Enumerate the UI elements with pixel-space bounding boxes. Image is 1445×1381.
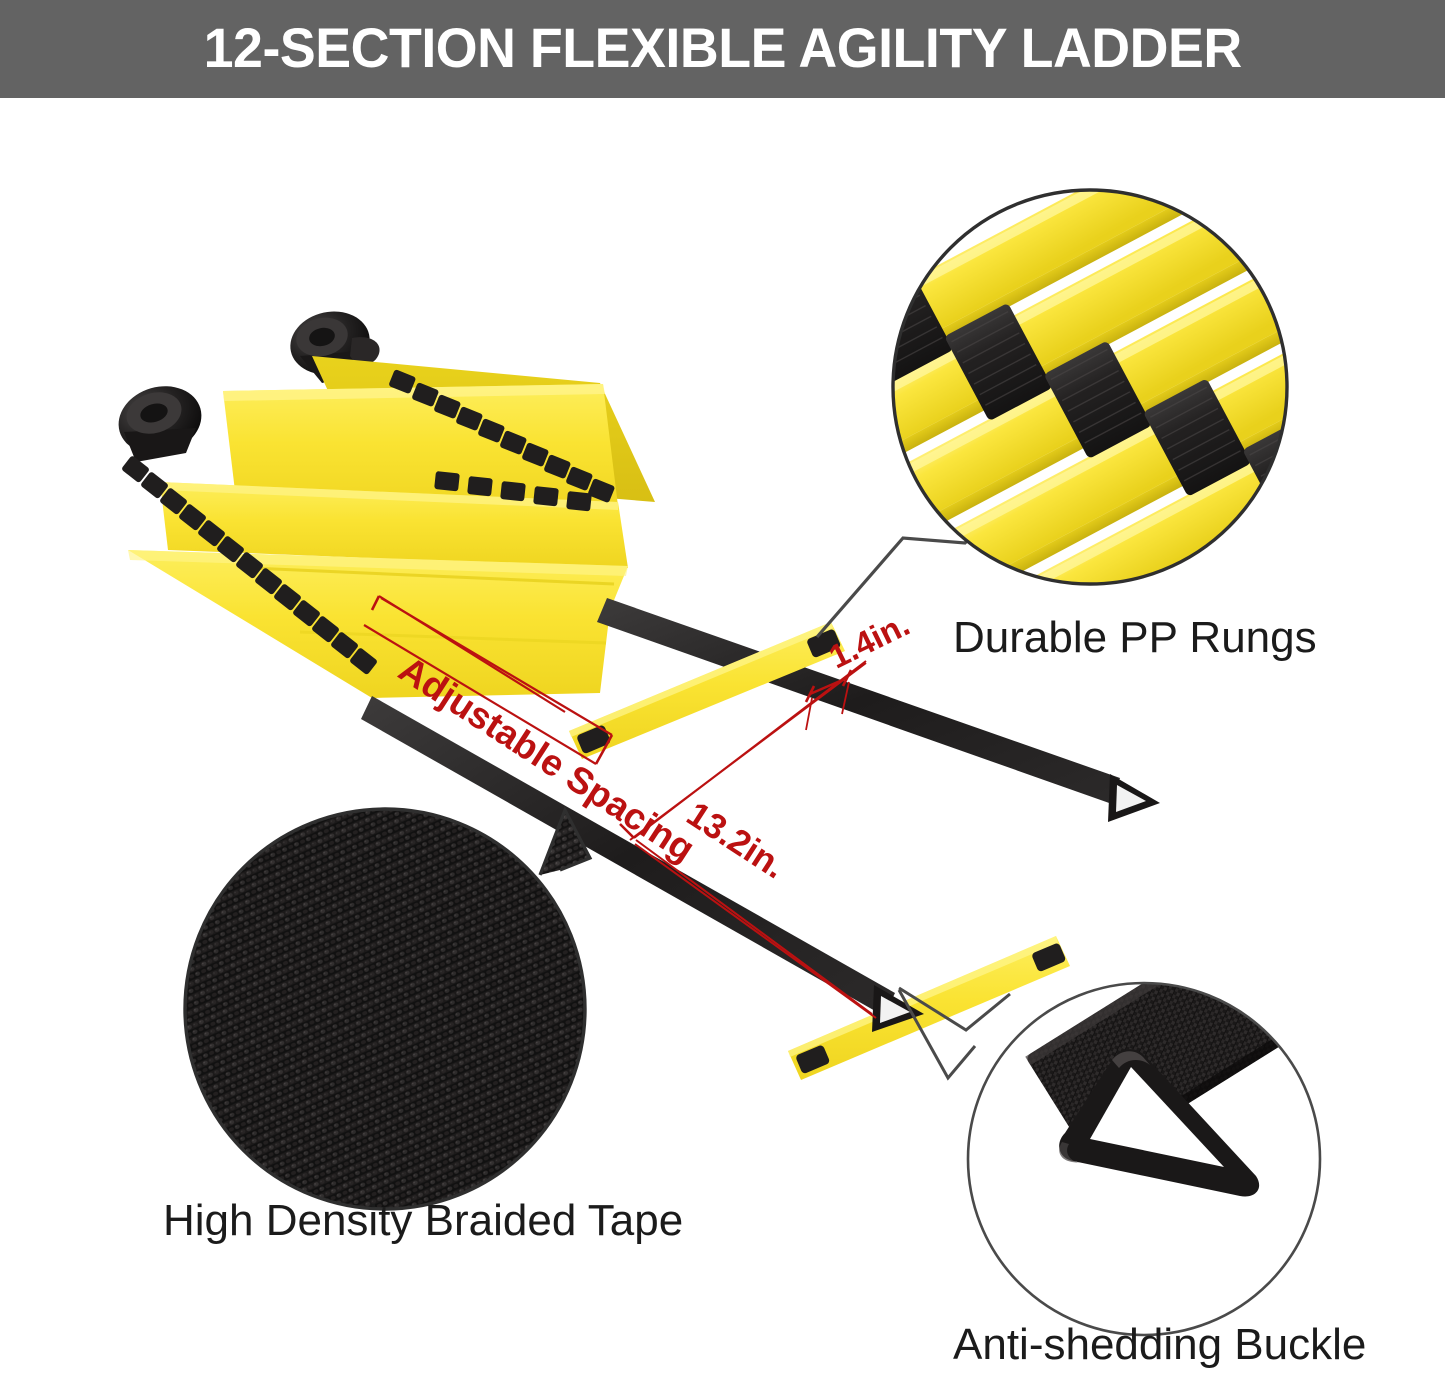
callout-circle-outline	[183, 807, 587, 1211]
rolled-strap-icon-secondary	[118, 386, 202, 462]
rung-slot-icon-group-right	[434, 471, 592, 512]
callout-label-durable-pp-rungs: Durable PP Rungs	[953, 613, 1317, 662]
illustration-canvas	[0, 98, 1445, 1381]
page-title: 12-SECTION FLEXIBLE AGILITY LADDER	[203, 15, 1242, 79]
dimension-corridor-132	[629, 662, 877, 1019]
braided-tape-detail-image	[185, 809, 585, 1209]
rung-slot-icon-group-left	[122, 456, 377, 675]
triangle-buckle-icon	[1059, 1049, 1260, 1197]
side-rail-upper	[597, 598, 1120, 804]
rung-stack-lower	[128, 550, 628, 698]
triangle-buckle-icon-upper	[1108, 774, 1160, 822]
callout-label-high-density-braided-tape: High Density Braided Tape	[163, 1196, 684, 1245]
webbing-strap-icon	[893, 266, 1287, 533]
callout-circle-outline	[891, 188, 1289, 586]
callout-label-anti-shedding-buckle: Anti-shedding Buckle	[953, 1320, 1367, 1369]
callout-circle-outline	[966, 981, 1322, 1337]
product-illustration: Adjustable Spacing 13.2in. 1.4in. Durabl…	[0, 98, 1445, 1381]
callout-anti-shedding-buckle	[897, 981, 1322, 1337]
triangle-buckle-icon-lower	[872, 985, 924, 1032]
rung-slot-icon-group-top	[389, 369, 615, 503]
ladder-rung	[569, 622, 845, 759]
callout-high-density-braided-tape	[183, 806, 593, 1211]
callout-pointer-tail	[538, 806, 593, 876]
header-banner: 12-SECTION FLEXIBLE AGILITY LADDER	[0, 0, 1445, 98]
